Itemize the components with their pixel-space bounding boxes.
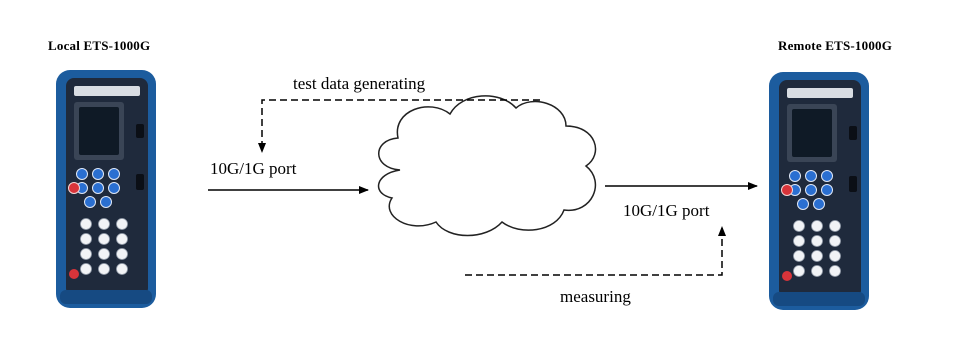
remote-port-label: 10G/1G port — [623, 201, 710, 220]
local-port-label: 10G/1G port — [210, 159, 297, 178]
measuring-label: measuring — [560, 287, 631, 306]
remote-device-label: Remote ETS-1000G — [778, 38, 893, 53]
local-ets-device-icon — [52, 64, 162, 314]
nut-dut-cloud-icon — [377, 95, 597, 237]
measuring-arrow — [465, 226, 726, 276]
remote-ets-device-icon — [765, 66, 875, 316]
test-data-generating-label: test data generating — [293, 74, 426, 93]
test-data-arrow — [258, 99, 540, 153]
local-device-label: Local ETS-1000G — [48, 38, 151, 53]
